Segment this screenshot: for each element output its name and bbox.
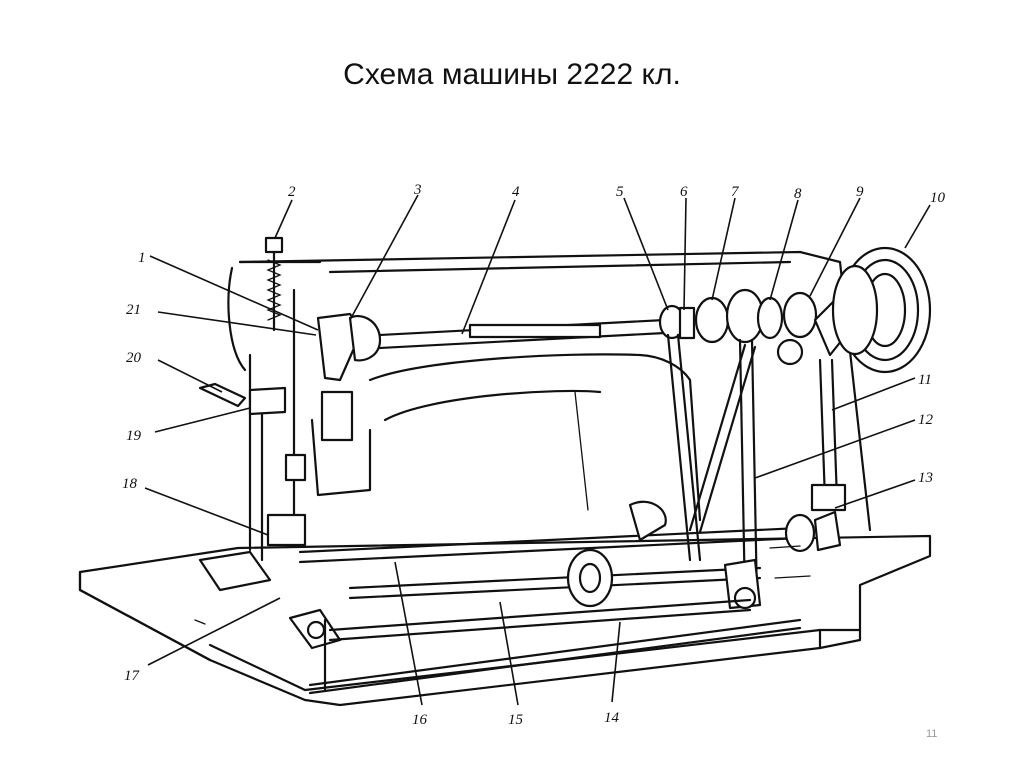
callout-15: 15 [508, 712, 524, 728]
callout-21: 21 [126, 302, 141, 318]
callout-labels: 1 2 3 4 5 6 7 8 9 10 11 12 13 14 15 16 1… [122, 182, 946, 728]
leader-lines [144, 194, 931, 706]
shaft-eccentrics [658, 288, 852, 366]
vertical-shafts [666, 333, 847, 602]
callout-13: 13 [918, 470, 933, 486]
callout-10: 10 [930, 190, 946, 206]
main-shaft [348, 314, 667, 362]
callout-1: 1 [138, 250, 146, 266]
hand-wheel [831, 246, 932, 374]
machine-arm-body [227, 250, 872, 532]
machine-bed-plate [78, 534, 932, 707]
callout-6: 6 [680, 184, 688, 200]
callout-19: 19 [126, 428, 142, 444]
callout-7: 7 [731, 184, 740, 200]
callout-16: 16 [412, 712, 428, 728]
callout-3: 3 [413, 182, 422, 198]
lower-shafts [298, 500, 842, 695]
callout-12: 12 [918, 412, 934, 428]
callout-8: 8 [794, 186, 802, 202]
page-number: 11 [926, 728, 938, 740]
callout-5: 5 [616, 184, 624, 200]
callout-14: 14 [604, 710, 620, 726]
callout-9: 9 [856, 184, 864, 200]
needle-bar-head [198, 236, 364, 650]
callout-20: 20 [126, 350, 142, 366]
callout-2: 2 [288, 184, 296, 200]
callout-18: 18 [122, 476, 138, 492]
callout-4: 4 [512, 184, 520, 200]
callout-17: 17 [124, 668, 141, 684]
slide-title: Схема машины 2222 кл. [343, 58, 681, 91]
callout-11: 11 [918, 372, 932, 388]
